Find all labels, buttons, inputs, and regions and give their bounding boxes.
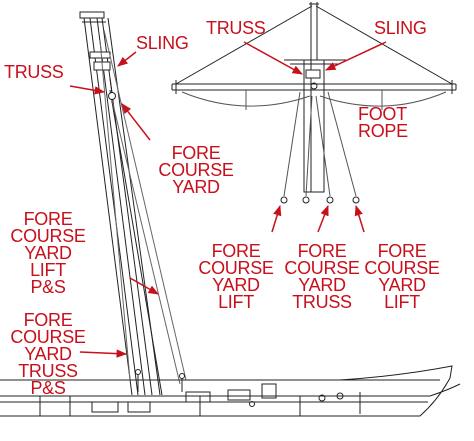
- arrow-truss-ps: [79, 349, 128, 358]
- label-sling-top: SLING: [374, 18, 427, 38]
- arrow-fore-course-yard: [121, 103, 151, 141]
- arrow-truss-center-front: [317, 205, 329, 233]
- label-lift-left: FORE COURSE YARD LIFT: [198, 241, 274, 312]
- label-foot-rope: FOOT ROPE: [358, 104, 408, 141]
- label-truss-top: TRUSS: [206, 18, 266, 38]
- pointer-arrows: [69, 41, 387, 358]
- label-fore-course-yard-truss-ps: FORE COURSE YARD TRUSS P&S: [10, 310, 86, 398]
- arrow-lift-ps: [129, 277, 159, 295]
- side-view-mast: [79, 11, 187, 396]
- arrow-truss-left: [69, 85, 106, 95]
- label-sling-left: SLING: [136, 33, 189, 53]
- label-fore-course-yard-lift-ps: FORE COURSE YARD LIFT P&S: [10, 209, 86, 297]
- label-fore-course-yard: FORE COURSE YARD: [158, 143, 234, 197]
- arrow-sling-left: [117, 51, 137, 67]
- arrow-sling-top: [325, 41, 387, 71]
- front-view-mast: [171, 2, 457, 204]
- label-lift-right: FORE COURSE YARD LIFT: [364, 241, 440, 312]
- arrow-lift-left-front: [271, 204, 282, 233]
- label-truss-center: FORE COURSE YARD TRUSS: [284, 241, 360, 312]
- arrow-truss-top: [243, 41, 303, 75]
- label-truss-left: TRUSS: [4, 62, 64, 82]
- hull-deck: [0, 365, 461, 417]
- arrow-lift-right-front: [354, 204, 365, 233]
